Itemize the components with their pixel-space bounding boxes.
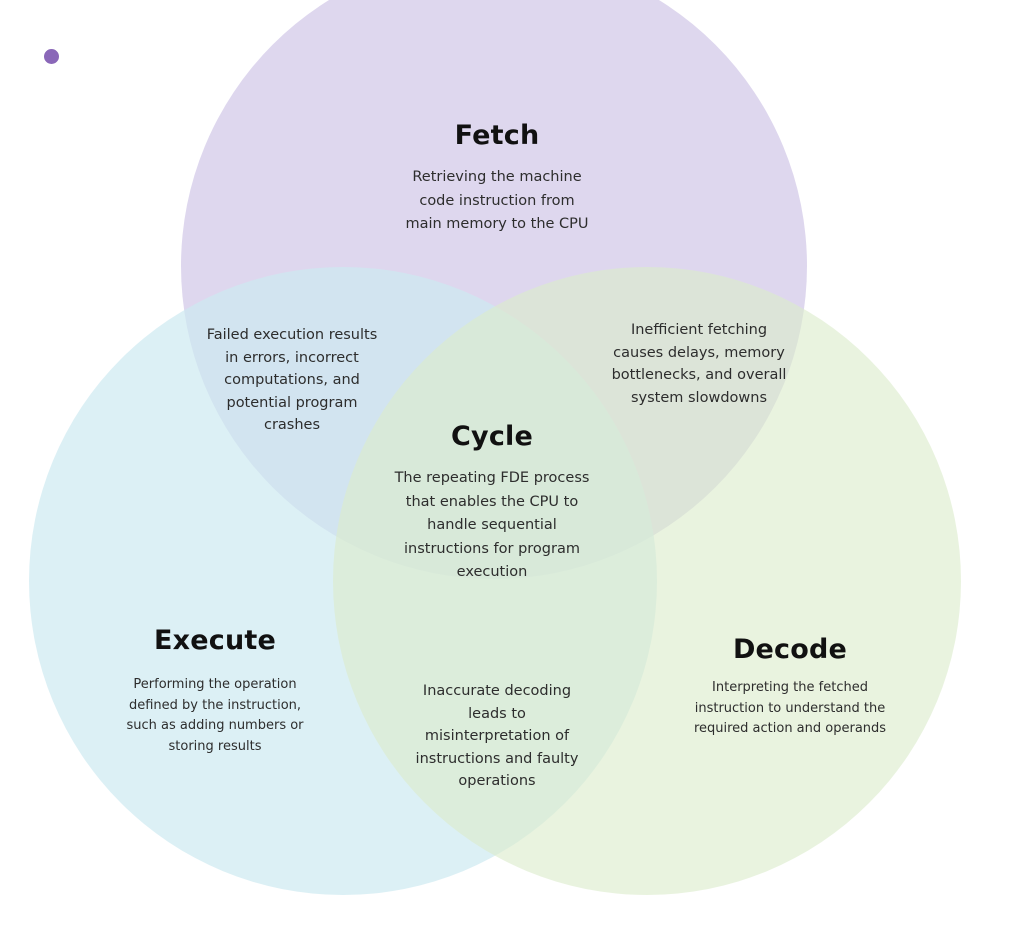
execute-description: Performing the operation defined by the … [126, 677, 304, 754]
cycle-description: The repeating FDE process that enables t… [394, 470, 590, 580]
decode-title: Decode [732, 634, 848, 665]
fetch-section: Fetch Retrieving the machine code instru… [405, 120, 588, 237]
execute-section: Execute Performing the operation defined… [126, 625, 303, 757]
fetch-execute-overlap-text: Failed execution results in errors, inco… [206, 327, 378, 433]
execute-decode-overlap-text: Inaccurate decoding leads to misinterpre… [415, 683, 579, 789]
decode-description: Interpreting the fetched instruction to … [693, 680, 887, 736]
fetch-title: Fetch [454, 120, 540, 151]
decode-section: Decode Interpreting the fetched instruct… [694, 634, 886, 740]
marker-dot [44, 49, 59, 64]
cycle-section: Cycle The repeating FDE process that ena… [395, 421, 590, 585]
decode-circle [333, 267, 961, 895]
fetch-decode-overlap-text: Inefficient fetching causes delays, memo… [611, 322, 787, 406]
cycle-title: Cycle [451, 421, 533, 452]
execute-title: Execute [153, 625, 277, 656]
fetch-description: Retrieving the machine code instruction … [405, 169, 589, 232]
